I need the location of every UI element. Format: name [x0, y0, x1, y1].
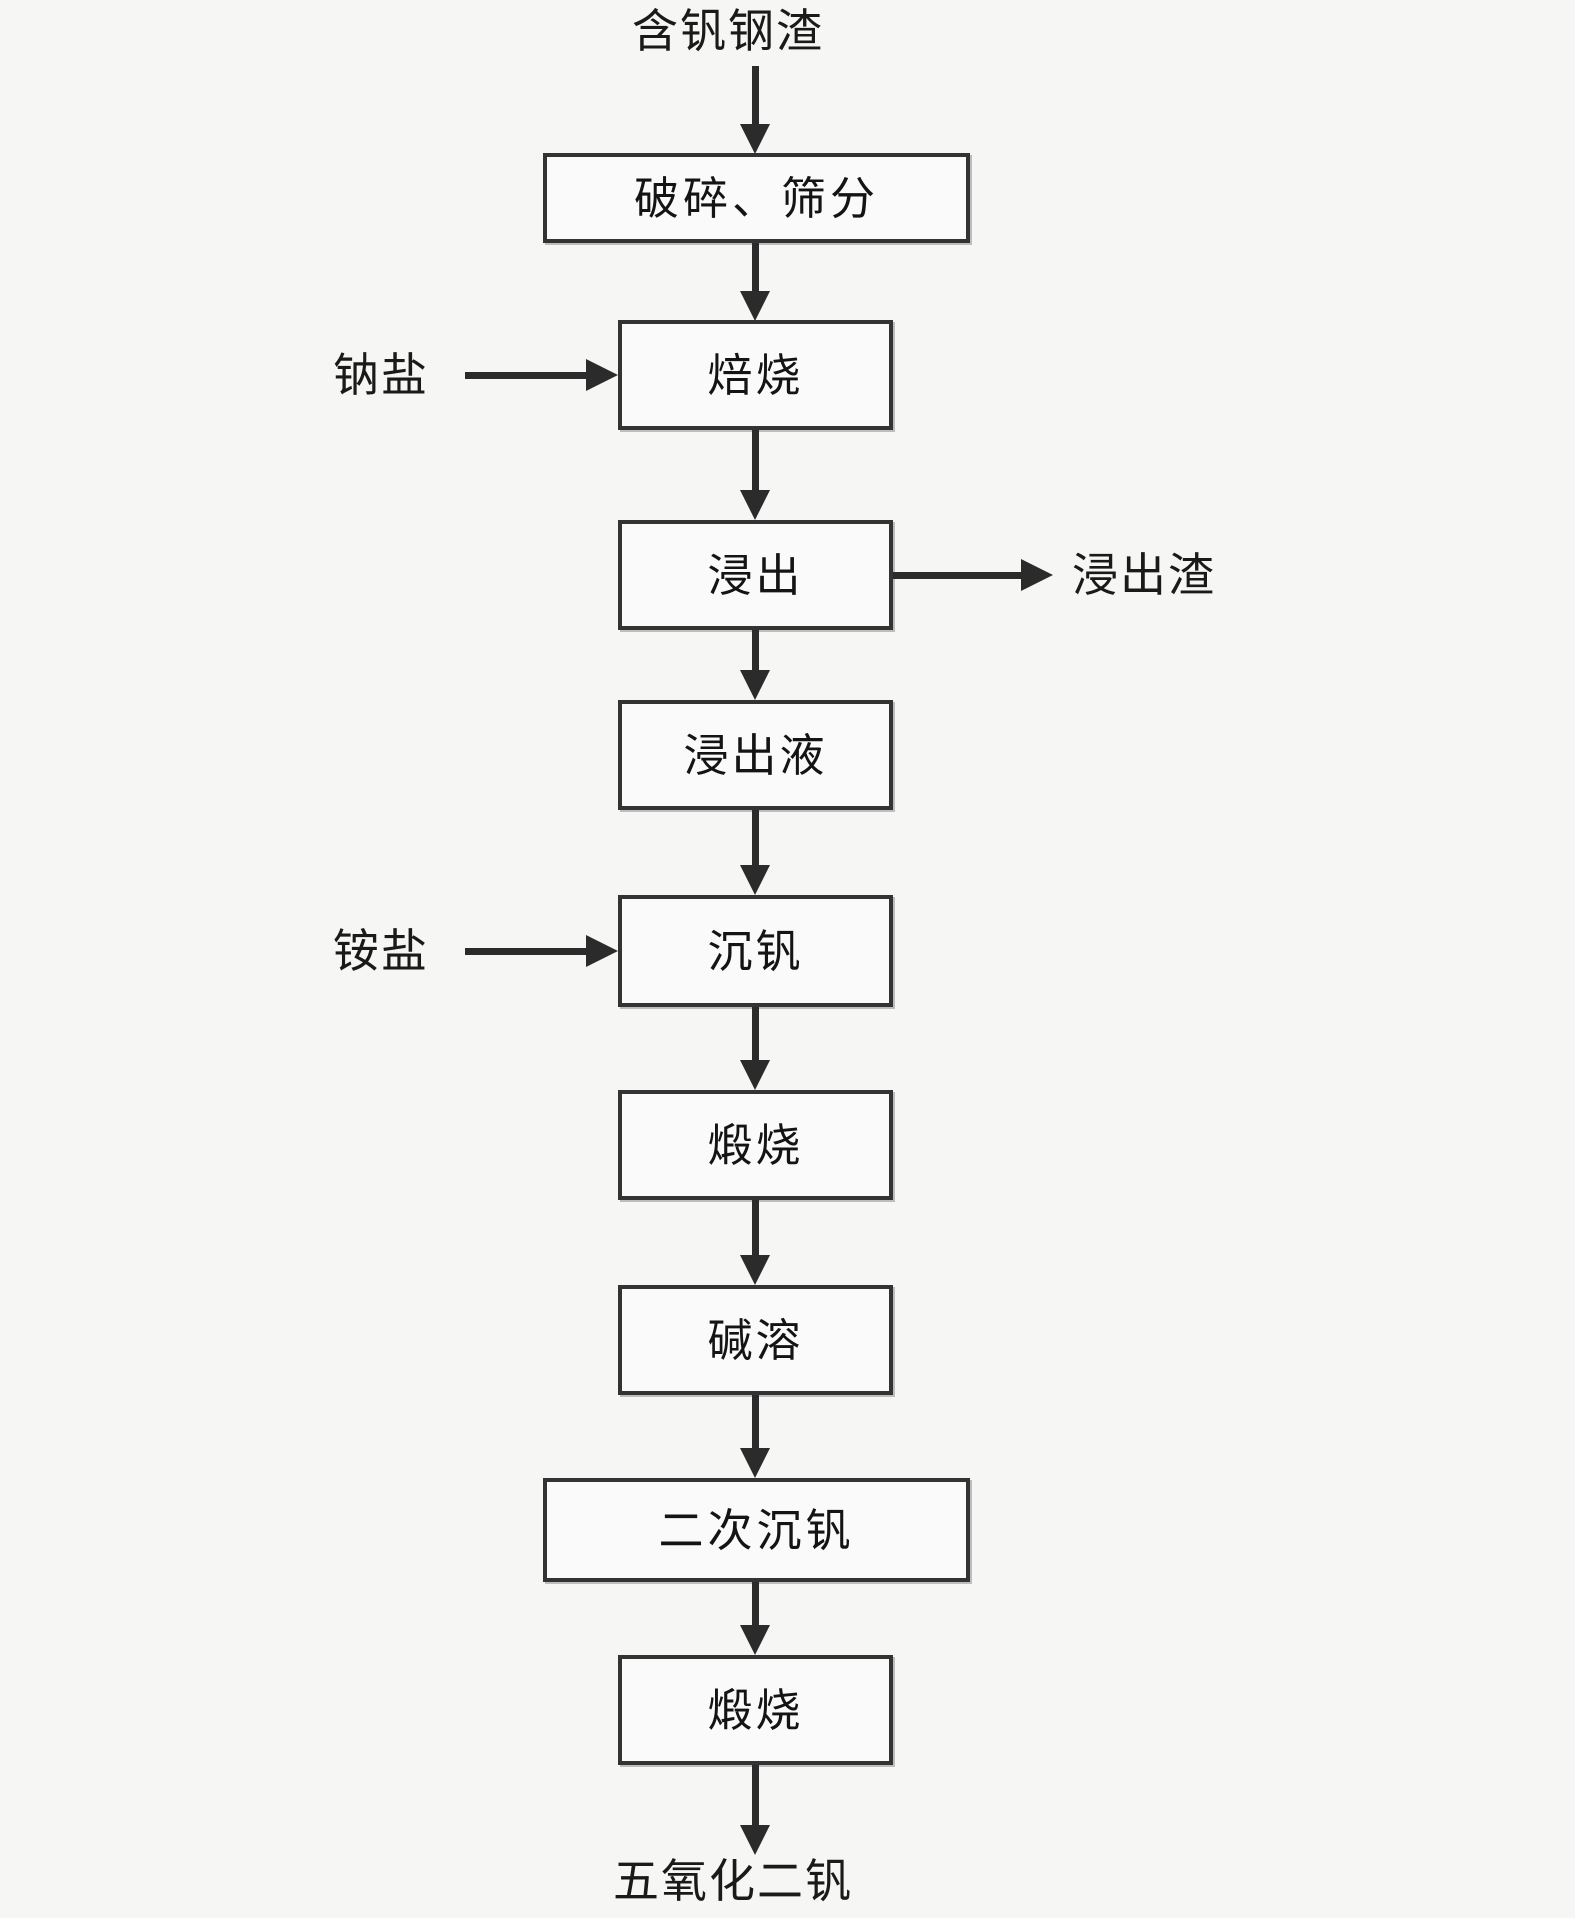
- process-box-roasting-label: 焙烧: [707, 348, 804, 402]
- process-box-second-vanadium-precipitation[interactable]: 二次沉钒: [543, 1478, 970, 1582]
- process-box-calcination-first[interactable]: 煅烧: [618, 1090, 893, 1200]
- process-box-alkali-dissolution[interactable]: 碱溶: [618, 1285, 893, 1395]
- process-box-calcination-second[interactable]: 煅烧: [618, 1655, 893, 1765]
- process-box-leachate-label: 浸出液: [683, 728, 828, 782]
- output-label-vanadium-pentoxide: 五氧化二钒: [613, 1854, 853, 1908]
- process-box-roasting[interactable]: 焙烧: [618, 320, 893, 430]
- side-input-label-ammonium-salt: 铵盐: [333, 924, 429, 978]
- process-box-second-vanadium-precipitation-label: 二次沉钒: [658, 1503, 855, 1557]
- process-box-calcination-second-label: 煅烧: [707, 1683, 804, 1737]
- process-box-calcination-first-label: 煅烧: [707, 1118, 804, 1172]
- process-box-vanadium-precipitation-label: 沉钒: [707, 924, 804, 978]
- process-box-crushing-screening-label: 破碎、筛分: [633, 171, 879, 225]
- input-label-vanadium-steel-slag: 含钒钢渣: [632, 4, 824, 58]
- process-box-vanadium-precipitation[interactable]: 沉钒: [618, 895, 893, 1007]
- process-box-crushing-screening[interactable]: 破碎、筛分: [543, 153, 970, 243]
- process-box-leaching[interactable]: 浸出: [618, 520, 893, 630]
- process-box-leaching-label: 浸出: [707, 548, 804, 602]
- process-box-leachate[interactable]: 浸出液: [618, 700, 893, 810]
- side-input-label-sodium-salt: 钠盐: [333, 348, 429, 402]
- process-box-alkali-dissolution-label: 碱溶: [707, 1313, 804, 1367]
- side-output-label-leach-residue: 浸出渣: [1072, 548, 1216, 602]
